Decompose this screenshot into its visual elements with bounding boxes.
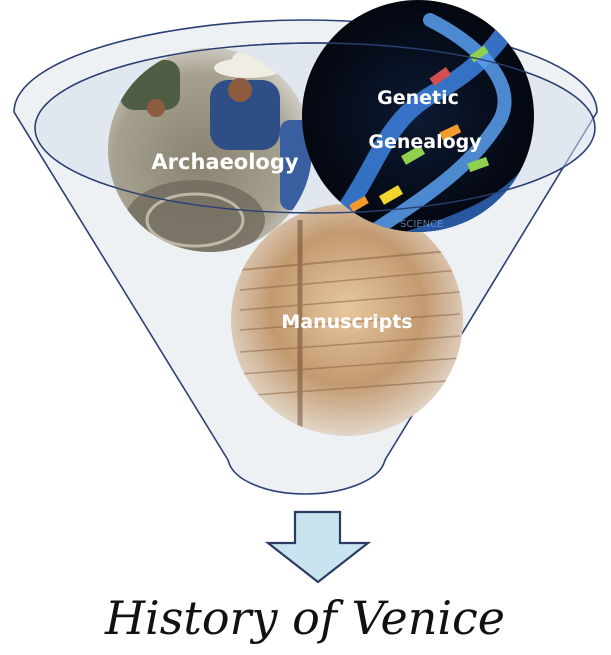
genetic-label-line-1: Genetic xyxy=(377,87,459,109)
manuscripts-label: Manuscripts xyxy=(281,311,412,333)
genetic-label-line-2: Genealogy xyxy=(368,131,482,153)
archaeology-label: Archaeology xyxy=(151,150,299,174)
history-of-venice-label: History of Venice xyxy=(104,591,505,645)
down-arrow-icon xyxy=(268,512,368,582)
science-watermark: SCIENCE xyxy=(400,219,443,230)
